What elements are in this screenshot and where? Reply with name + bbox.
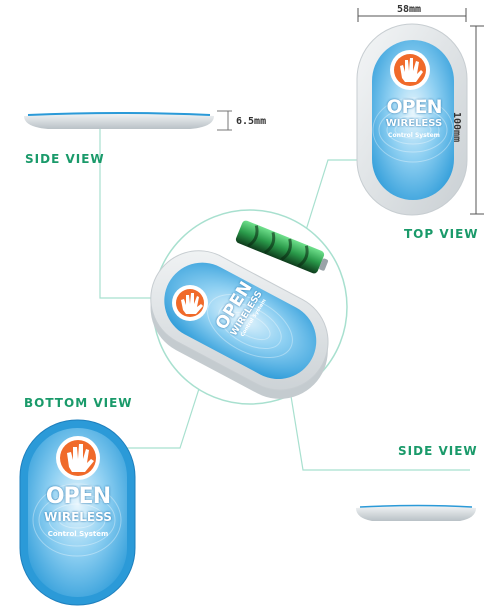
- main-device: [150, 250, 329, 399]
- top-device-subtitle: WIRELESS: [385, 118, 443, 129]
- battery-icon: [235, 220, 329, 274]
- hand-icon: [67, 444, 94, 472]
- bottom-view-device: [19, 419, 136, 606]
- leader-side-top: [99, 120, 165, 299]
- bottom-device-subtitle: WIRELESS: [44, 510, 112, 524]
- top-view-label: TOP VIEW: [404, 227, 479, 241]
- hand-icon: [400, 58, 423, 82]
- side-view-bottom-device: [356, 504, 476, 521]
- side-view-bottom-label: SIDE VIEW: [398, 444, 478, 458]
- bottom-device-title: OPEN: [45, 484, 111, 509]
- bottom-view-label: BOTTOM VIEW: [24, 396, 133, 410]
- hand-icon: [181, 293, 203, 314]
- height-dimension: 100mm: [451, 112, 462, 143]
- top-device-tagline: Control System: [388, 132, 440, 139]
- leader-side-bottom: [289, 389, 470, 471]
- leader-lines: [99, 120, 470, 471]
- thickness-dimension: 6.5mm: [236, 116, 267, 127]
- side-view-top-label: SIDE VIEW: [25, 152, 105, 166]
- leader-bottom: [115, 369, 206, 449]
- top-device-title: OPEN: [386, 96, 443, 118]
- side-view-top-device: [24, 110, 232, 131]
- dimension-lines: [357, 8, 484, 215]
- top-view-device: [356, 23, 468, 216]
- bottom-device-tagline: Control System: [47, 530, 109, 538]
- width-dimension: 58mm: [397, 4, 422, 15]
